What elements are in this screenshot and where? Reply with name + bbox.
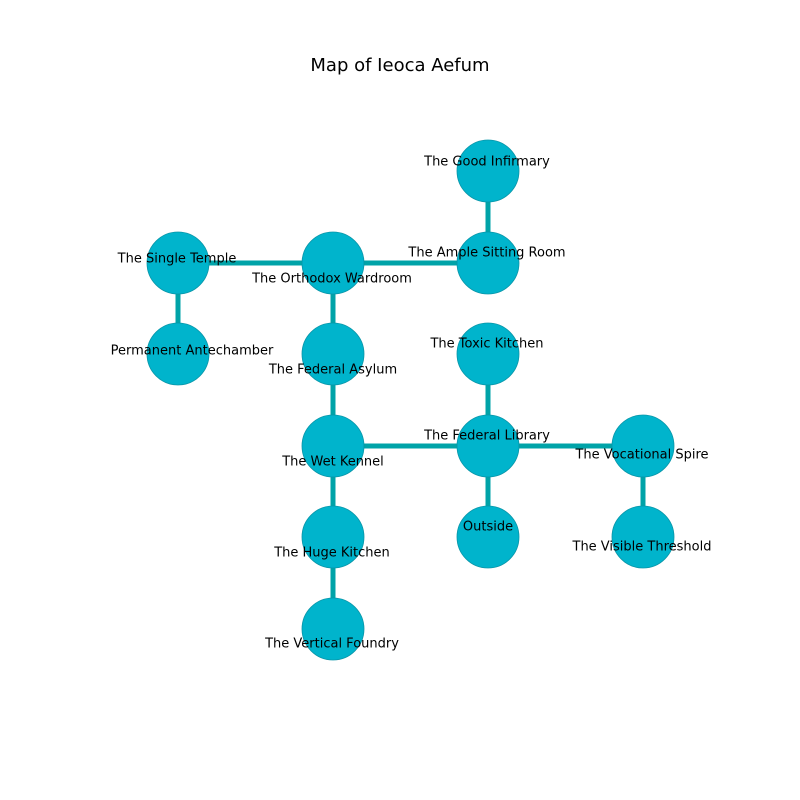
- room-label-visible-threshold: The Visible Threshold: [572, 540, 712, 555]
- room-node-visible-threshold: [611, 505, 675, 569]
- room-node-ample-sitting-room: [456, 231, 520, 295]
- room-label-vocational-spire: The Vocational Spire: [574, 448, 708, 463]
- room-label-toxic-kitchen: The Toxic Kitchen: [429, 337, 543, 352]
- room-node-single-temple: [146, 231, 210, 295]
- room-node-permanent-antechamber: [146, 322, 210, 386]
- map-title: Map of Ieoca Aefum: [310, 55, 490, 76]
- room-label-outside: Outside: [463, 520, 513, 535]
- room-label-permanent-antechamber: Permanent Antechamber: [111, 344, 274, 359]
- node-layer: [146, 139, 675, 661]
- room-node-vertical-foundry: [301, 597, 365, 661]
- room-node-outside: [456, 505, 520, 569]
- room-node-orthodox-wardroom: [301, 231, 365, 295]
- room-label-single-temple: The Single Temple: [117, 252, 237, 267]
- room-label-good-infirmary: The Good Infirmary: [423, 155, 550, 170]
- room-node-vocational-spire: [611, 414, 675, 478]
- room-label-orthodox-wardroom: The Orthodox Wardroom: [251, 272, 412, 287]
- edge-layer: [175, 171, 646, 629]
- room-label-federal-asylum: The Federal Asylum: [268, 363, 397, 378]
- room-label-vertical-foundry: The Vertical Foundry: [264, 637, 399, 652]
- room-node-federal-asylum: [301, 322, 365, 386]
- room-node-federal-library: [456, 414, 520, 478]
- room-node-wet-kennel: [301, 414, 365, 478]
- room-label-huge-kitchen: The Huge Kitchen: [273, 546, 390, 561]
- room-node-huge-kitchen: [301, 505, 365, 569]
- room-node-toxic-kitchen: [456, 322, 520, 386]
- room-label-ample-sitting-room: The Ample Sitting Room: [407, 246, 565, 261]
- room-label-federal-library: The Federal Library: [423, 429, 550, 444]
- room-label-wet-kennel: The Wet Kennel: [281, 455, 384, 470]
- room-node-good-infirmary: [456, 139, 520, 203]
